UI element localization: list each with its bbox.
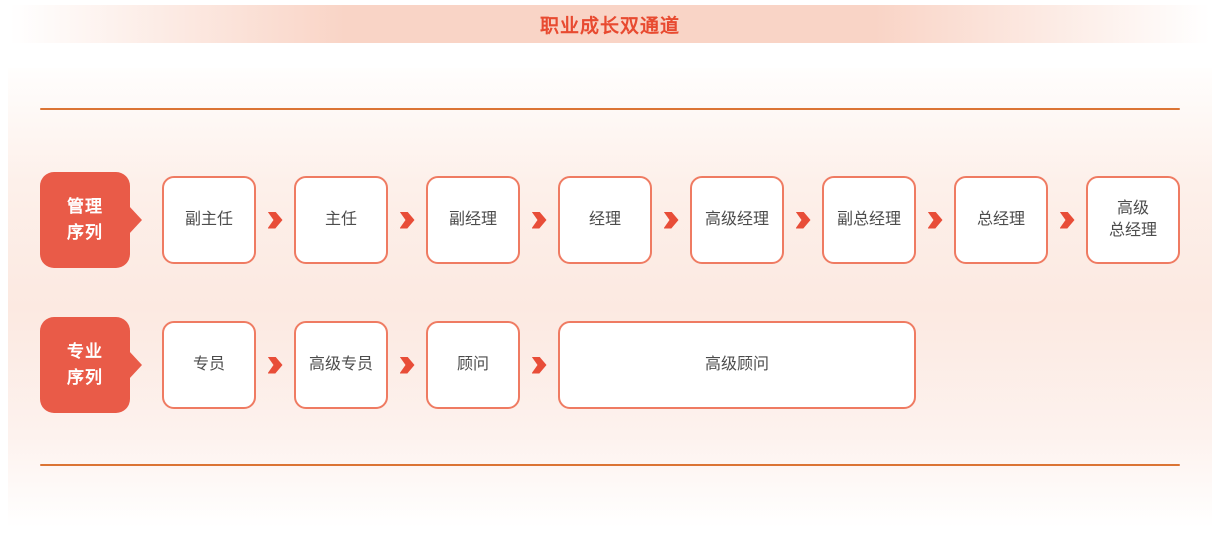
stage-connector [520,321,558,409]
chevron-right-icon [927,211,943,229]
professional-track-row: 专业 序列 专员 高级专员 顾问 高级顾问 [40,317,916,413]
stage-label: 总经理 [976,210,1025,228]
stage-box-deputy-manager: 副经理 [426,176,520,264]
stage-connector [652,176,690,264]
stage-label: 高级专员 [308,355,373,373]
top-divider [40,108,1180,110]
management-track-row: 管理 序列 副主任 主任 副经理 经理 高级经理 副总经理 总经理 [40,172,1180,268]
stage-label: 副主任 [184,210,233,228]
content-panel: 管理 序列 副主任 主任 副经理 经理 高级经理 副总经理 总经理 [8,68,1212,528]
stage-label: 高级 总经理 [1108,199,1157,239]
chevron-right-icon [267,356,283,374]
stage-box-senior-manager: 高级经理 [690,176,784,264]
professional-track-label: 专业 序列 [40,317,142,413]
stage-box-senior-consultant: 高级顾问 [558,321,916,409]
stage-connector [520,176,558,264]
stage-label: 主任 [324,210,357,228]
stage-box-gm: 总经理 [954,176,1048,264]
management-track-label: 管理 序列 [40,172,142,268]
stage-label: 高级顾问 [704,355,769,373]
track-label-text: 专业 序列 [67,341,103,387]
stage-box-manager: 经理 [558,176,652,264]
arrow-right-tab-icon [129,206,142,234]
chevron-right-icon [531,356,547,374]
chevron-right-icon [399,211,415,229]
stage-label: 高级经理 [704,210,769,228]
arrow-right-tab-icon [129,351,142,379]
stage-box-deputy-director: 副主任 [162,176,256,264]
stage-box-specialist: 专员 [162,321,256,409]
stage-label: 专员 [192,355,225,373]
chevron-right-icon [1059,211,1075,229]
stage-box-deputy-gm: 副总经理 [822,176,916,264]
stage-label: 副总经理 [836,210,901,228]
stage-box-consultant: 顾问 [426,321,520,409]
chevron-right-icon [531,211,547,229]
chevron-right-icon [663,211,679,229]
stage-connector [256,176,294,264]
stage-label: 副经理 [448,210,497,228]
chevron-right-icon [399,356,415,374]
chevron-right-icon [795,211,811,229]
stage-connector [388,321,426,409]
title-banner: 职业成长双通道 [10,5,1210,43]
stage-box-director: 主任 [294,176,388,264]
stage-connector [388,176,426,264]
page-title: 职业成长双通道 [539,15,680,37]
stage-connector [256,321,294,409]
track-label-text: 管理 序列 [67,196,103,242]
bottom-divider [40,464,1180,466]
stage-connector [1048,176,1086,264]
stage-box-senior-gm: 高级 总经理 [1086,176,1180,264]
stage-label: 顾问 [456,355,489,373]
chevron-right-icon [267,211,283,229]
stage-box-senior-specialist: 高级专员 [294,321,388,409]
stage-label: 经理 [588,210,621,228]
stage-connector [916,176,954,264]
stage-connector [784,176,822,264]
